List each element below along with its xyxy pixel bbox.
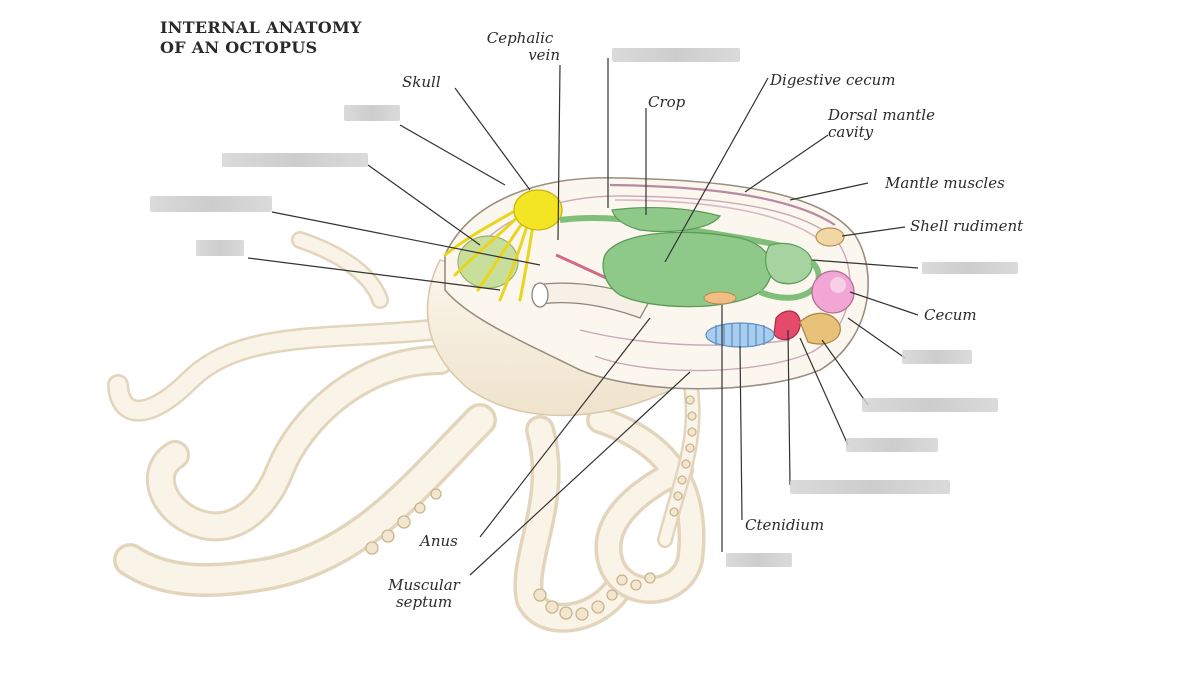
label-cecum: Cecum — [924, 306, 977, 324]
label-cephalic-vein-line-2: vein — [528, 46, 560, 64]
label-skull: Skull — [402, 73, 441, 91]
hidden-label-right-2 — [862, 398, 998, 412]
label-cephalic-vein: Cephalic vein — [472, 30, 568, 64]
brain — [513, 189, 563, 231]
hidden-label-right-1 — [902, 350, 972, 364]
hidden-label-brain — [344, 105, 400, 121]
hidden-label-branchial-heart — [790, 480, 950, 494]
label-muscular-septum-line-1: Muscular — [388, 576, 460, 594]
gonad — [799, 312, 841, 345]
label-cephalic-vein-line-1: Cephalic — [486, 29, 554, 47]
ink-sac — [703, 291, 737, 305]
hidden-label-upper-left — [222, 153, 368, 167]
hidden-label-top — [612, 48, 740, 62]
systemic-heart — [773, 310, 801, 341]
label-muscular-septum: Muscular septum — [376, 577, 472, 611]
digestive-gland — [602, 231, 773, 308]
diagram-title-line-2: OF AN OCTOPUS — [160, 38, 318, 57]
stomach-organ — [764, 242, 813, 285]
label-dorsal-mantle-line-2: cavity — [828, 123, 874, 141]
crop-organ — [611, 206, 721, 233]
hidden-label-middle-left — [150, 196, 272, 212]
diagram-title-line-1: INTERNAL ANATOMY — [160, 18, 362, 37]
hidden-label-lower-left — [196, 240, 244, 256]
mantle-muscle-band — [609, 183, 836, 226]
label-crop: Crop — [648, 93, 686, 111]
diagram-title: INTERNAL ANATOMY OF AN OCTOPUS — [160, 18, 420, 58]
hidden-label-right-3 — [846, 438, 938, 452]
leader-lines — [247, 58, 919, 576]
label-anus: Anus — [420, 532, 458, 550]
label-dorsal-mantle-cavity: Dorsal mantle cavity — [828, 107, 935, 141]
label-muscular-septum-line-2: septum — [395, 593, 453, 611]
suckers — [365, 395, 697, 621]
label-shell-rudiment: Shell rudiment — [910, 217, 1024, 235]
label-mantle-muscles: Mantle muscles — [885, 174, 1005, 192]
label-digestive-cecum: Digestive cecum — [770, 71, 896, 89]
hidden-label-stomach — [922, 262, 1018, 274]
label-dorsal-mantle-line-1: Dorsal mantle — [828, 106, 935, 124]
hidden-label-bottom — [726, 553, 792, 567]
label-ctenidium: Ctenidium — [745, 516, 825, 534]
shell-rudiment-organ — [815, 227, 845, 247]
cecum-organ — [811, 270, 855, 314]
ctenidium-organ — [705, 322, 775, 348]
